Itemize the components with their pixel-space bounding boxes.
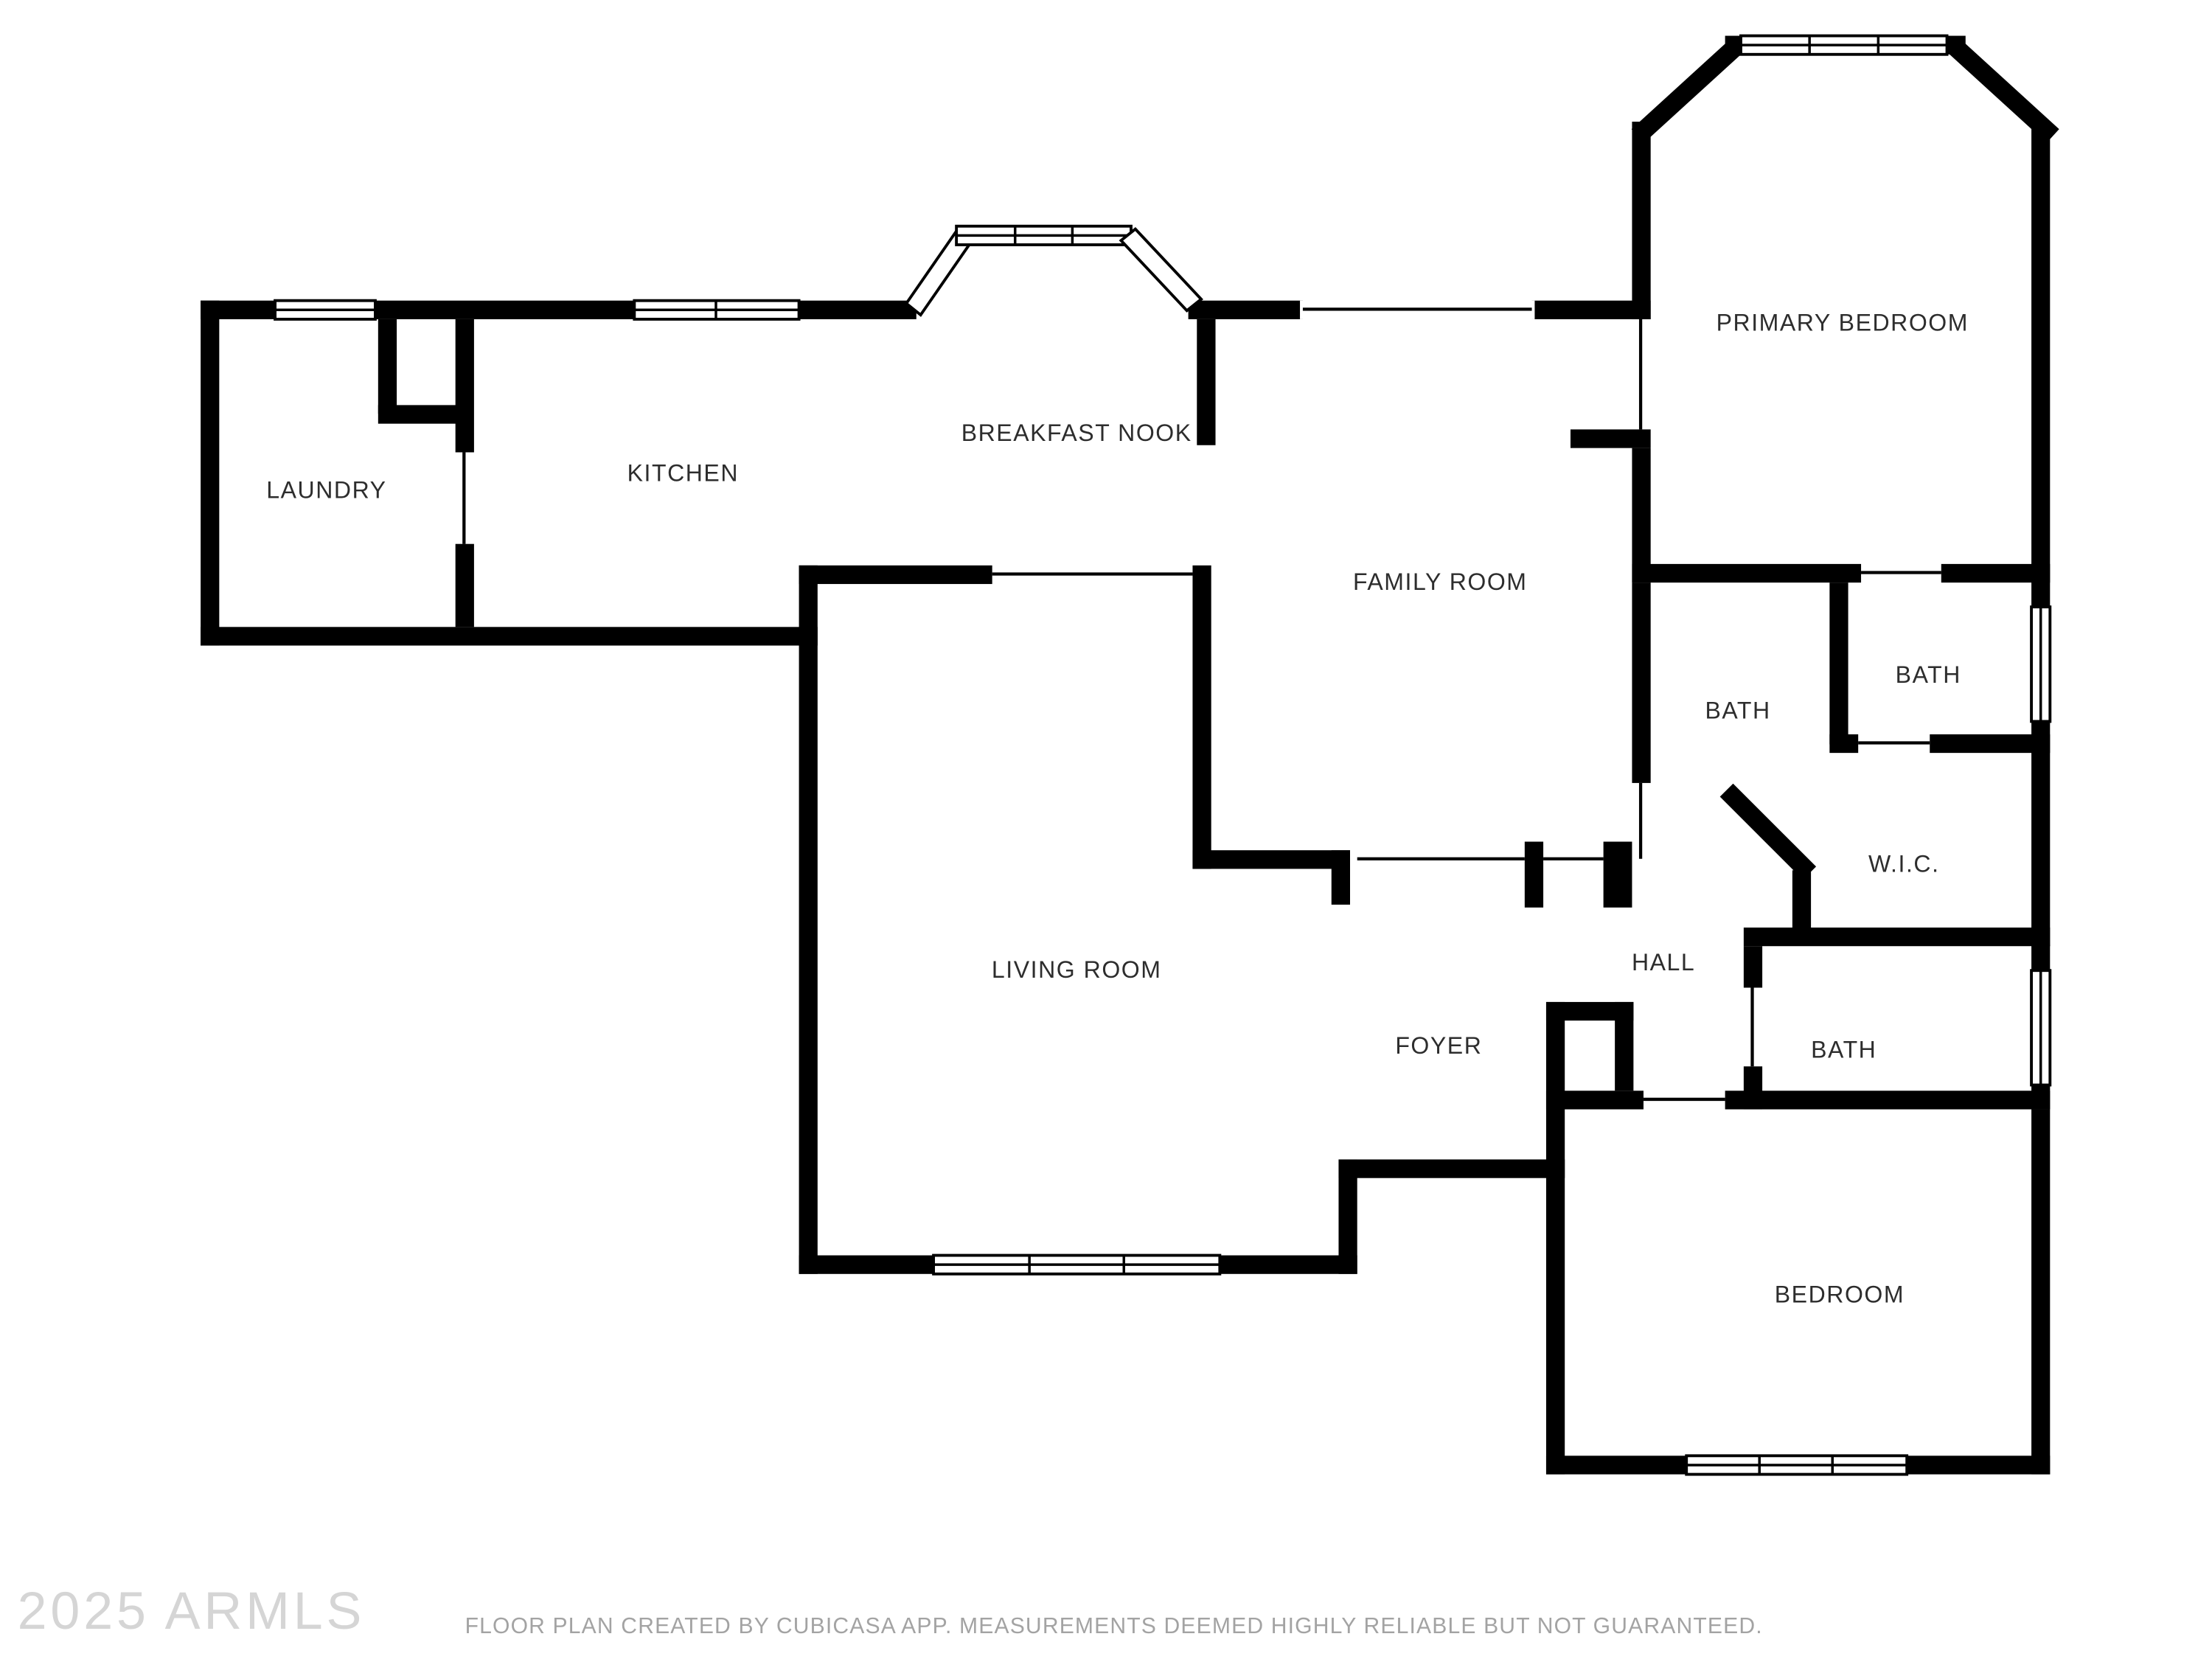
wall-segment — [1524, 841, 1544, 908]
wall-segment — [1545, 1001, 1565, 1475]
room-label-hall: HALL — [1632, 949, 1695, 975]
wall-segment — [1632, 563, 1862, 583]
wall-segment — [1792, 870, 1812, 935]
wall-segment — [1192, 850, 1350, 869]
room-label-primary-bedroom: PRIMARY BEDROOM — [1717, 309, 1969, 335]
window — [274, 299, 377, 321]
wall-chamfer — [1631, 40, 1742, 143]
wall-segment — [1615, 1001, 1634, 1091]
wall-segment — [1829, 582, 1848, 745]
window — [932, 1253, 1222, 1276]
wall-segment — [1632, 582, 1651, 783]
wall-segment — [1829, 734, 1859, 754]
wall-segment — [799, 565, 992, 585]
wall-segment — [201, 627, 818, 646]
wall-segment — [2031, 1109, 2051, 1475]
wall-segment — [1570, 429, 1651, 448]
window — [1685, 1454, 1909, 1476]
room-label-breakfast-nook: BREAKFAST NOOK — [961, 420, 1192, 446]
wall-segment — [1632, 122, 1651, 319]
wall-segment — [1725, 1091, 2051, 1110]
room-label-laundry: LAUNDRY — [266, 477, 386, 504]
room-label-bedroom: BEDROOM — [1775, 1281, 1905, 1308]
wall-segment — [1331, 850, 1350, 905]
room-labels: LAUNDRY KITCHEN BREAKFAST NOOK FAMILY RO… — [266, 309, 1969, 1308]
wall-segment — [2031, 744, 2051, 947]
room-label-bath-hall: BATH — [1705, 698, 1770, 724]
wall-segment — [1930, 734, 2051, 754]
wall-segment — [378, 405, 467, 424]
wall-chamfer — [1949, 40, 2059, 143]
wall-segment — [1743, 946, 1763, 988]
window — [2030, 605, 2052, 723]
room-label-family-room: FAMILY ROOM — [1353, 568, 1528, 595]
wall-segment — [1632, 448, 1651, 583]
room-label-wic: W.I.C. — [1868, 850, 1939, 877]
wall-segment — [1545, 1091, 1644, 1110]
wall-segment — [378, 319, 397, 414]
window — [2030, 969, 2052, 1087]
wall-segment — [799, 565, 818, 1274]
bay-window-right-icon — [1119, 226, 1203, 313]
wide-opening — [1300, 300, 1535, 319]
room-label-living-room: LIVING ROOM — [992, 956, 1162, 983]
wall-segment — [201, 300, 220, 646]
wall-segment — [1188, 300, 1303, 319]
window — [1739, 34, 1949, 56]
room-label-bath-primary: BATH — [1896, 661, 1961, 688]
window — [955, 224, 1133, 246]
windows — [274, 34, 2052, 1476]
footer-text: FLOOR PLAN CREATED BY CUBICASA APP. MEAS… — [465, 1614, 1763, 1638]
wall-segment — [1603, 841, 1632, 908]
wall-segment — [1531, 300, 1651, 319]
wall-segment — [2031, 122, 2051, 582]
wall-chamfer — [1719, 783, 1817, 880]
wall-segment — [1941, 563, 2051, 583]
door-openings — [366, 319, 1941, 1170]
wall-segment — [1192, 565, 1211, 869]
wall-segment — [1338, 1159, 1357, 1274]
room-label-bath-lower: BATH — [1811, 1037, 1877, 1063]
wall-segment — [1197, 319, 1216, 445]
wall-segment — [455, 543, 474, 627]
wall-segment — [455, 319, 474, 453]
wall-segment — [1743, 927, 2051, 947]
watermark: 2025 ARMLS — [18, 1582, 366, 1641]
room-label-kitchen: KITCHEN — [627, 459, 739, 486]
window — [633, 299, 801, 321]
room-label-foyer: FOYER — [1395, 1032, 1482, 1059]
